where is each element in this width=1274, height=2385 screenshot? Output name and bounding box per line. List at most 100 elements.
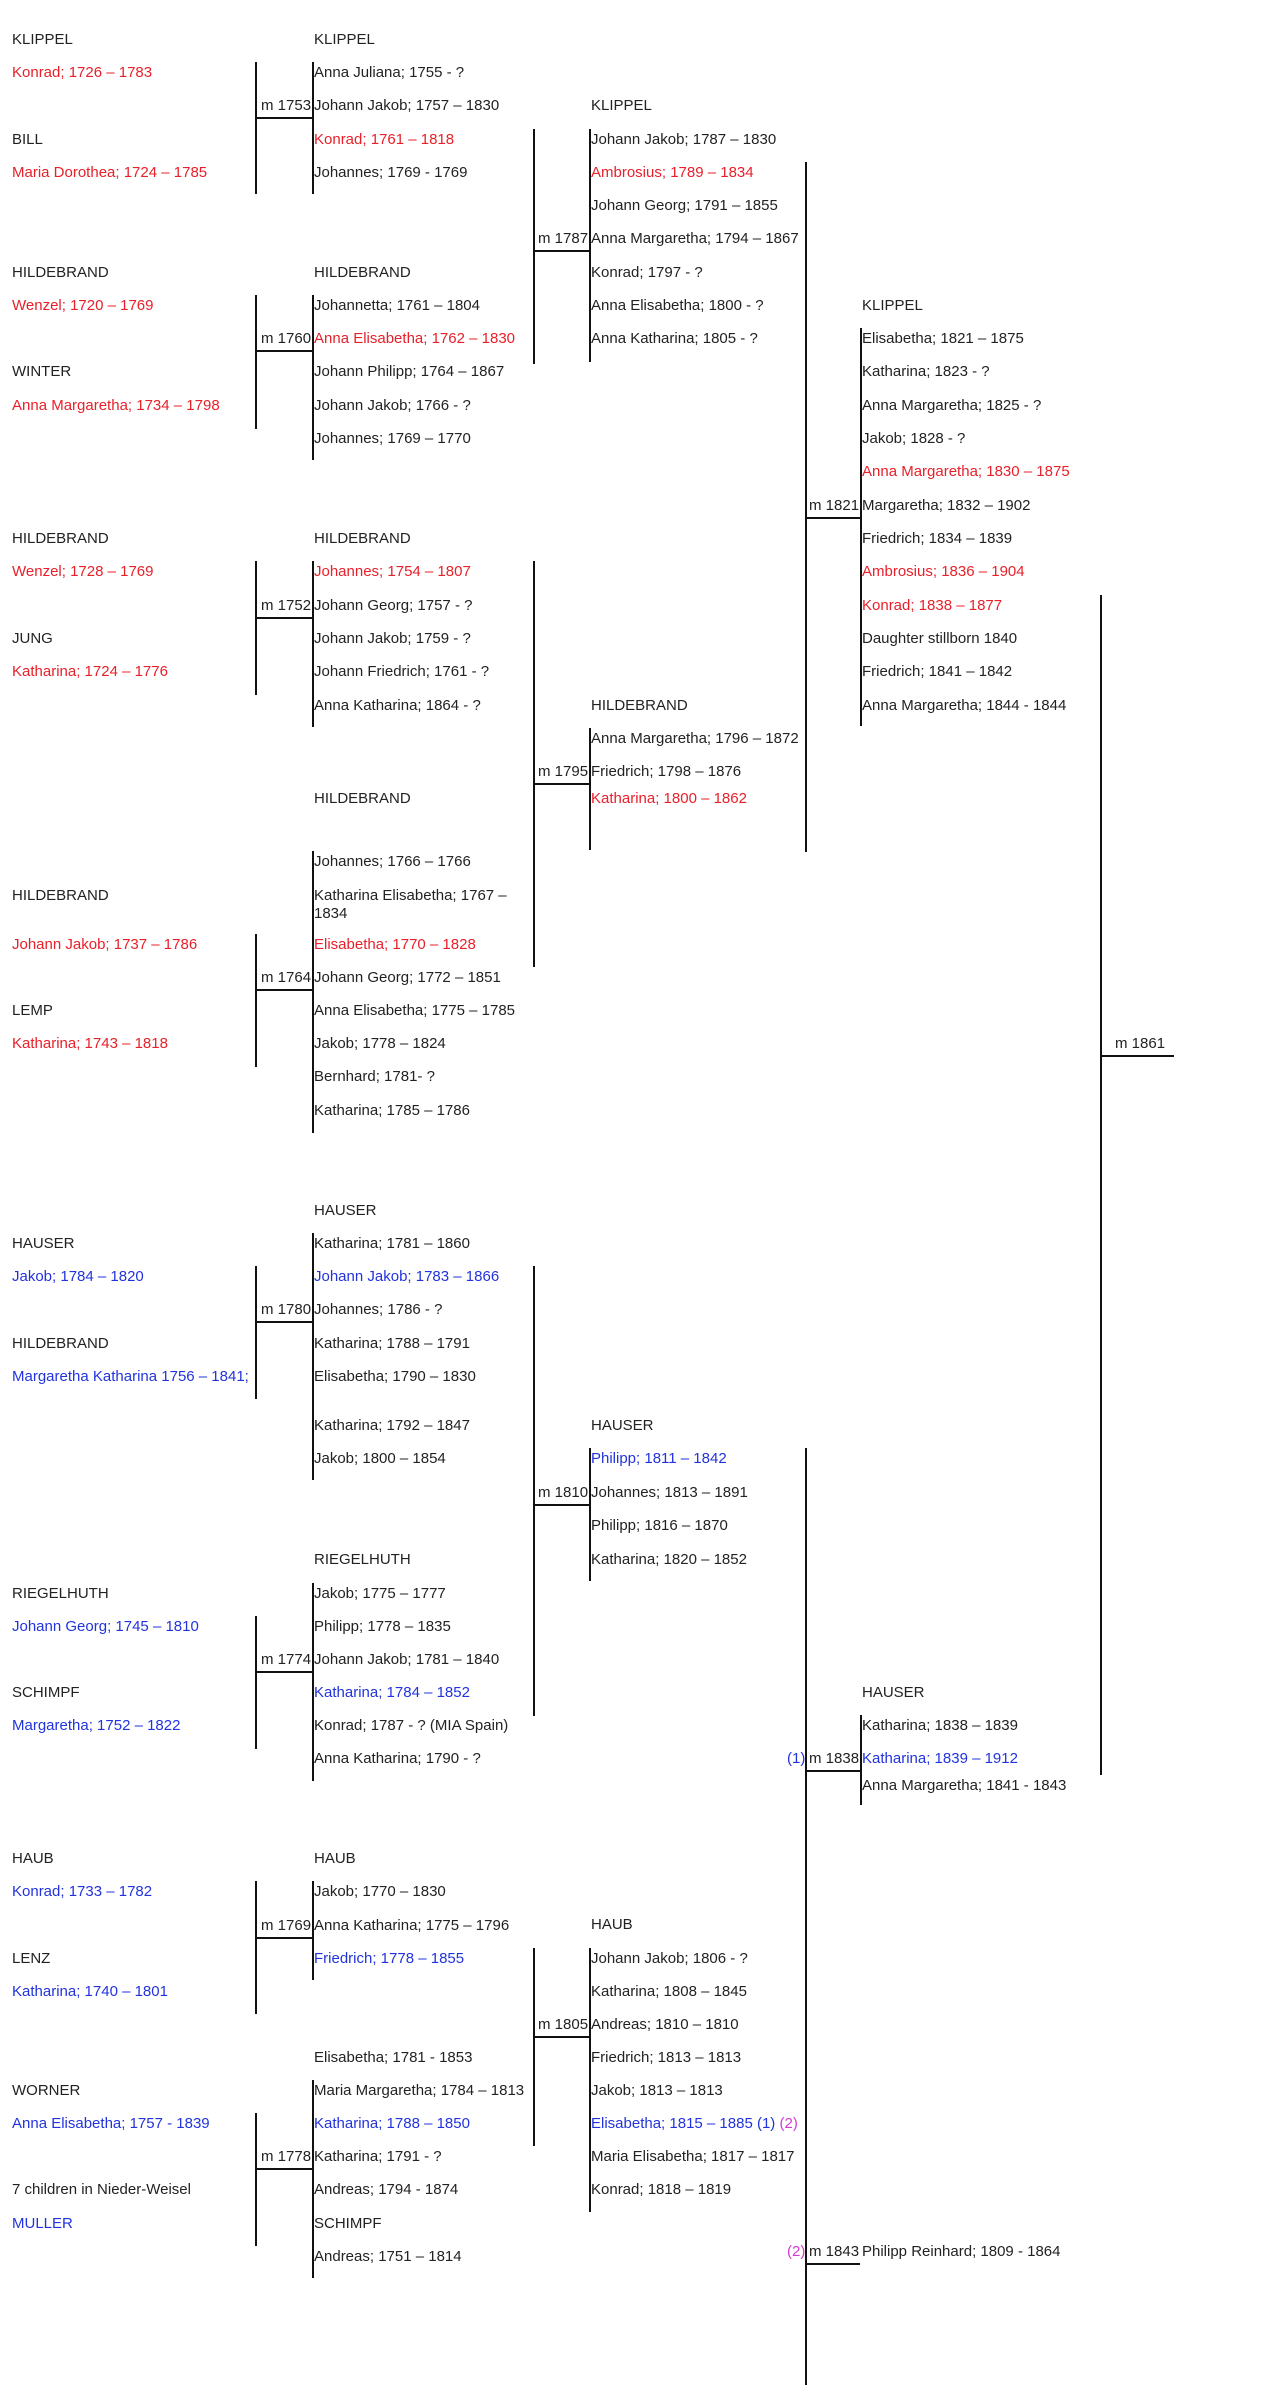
child-entry: Johann Georg; 1757 - ?: [314, 597, 473, 614]
marriage-connector: [255, 350, 312, 352]
marriage-label: m 1760: [261, 330, 312, 347]
child-entry: Jakob; 1770 – 1830: [314, 1883, 446, 1900]
person-name: Katharina; 1724 – 1776: [12, 663, 168, 680]
children-bracket: [312, 295, 314, 460]
child-entry: Konrad; 1818 – 1819: [591, 2181, 732, 2198]
person-name: Margaretha Katharina 1756 – 1841;: [12, 1368, 249, 1385]
child-entry: Anna Margaretha; 1825 - ?: [862, 397, 1042, 414]
child-entry: Anna Juliana; 1755 - ?: [314, 64, 465, 81]
child-entry: Anna Margaretha; 1841 - 1843: [862, 1777, 1067, 1794]
child-entry: Philipp; 1811 – 1842: [591, 1450, 727, 1467]
child-entry: Philipp; 1778 – 1835: [314, 1618, 451, 1635]
surname-klippel: KLIPPEL: [591, 97, 652, 114]
child-entry: Jakob; 1775 – 1777: [314, 1585, 446, 1602]
marriage-connector: [255, 1937, 312, 1939]
child-entry: Katharina; 1820 – 1852: [591, 1551, 747, 1568]
marriage-connector: [255, 2168, 312, 2170]
child-entry: Johannes; 1769 - 1769: [314, 164, 468, 181]
child-entry: Andreas; 1810 – 1810: [591, 2016, 739, 2033]
surname-hauser: HAUSER: [12, 1235, 75, 1252]
surname-hauser: HAUSER: [591, 1417, 654, 1434]
surname-riegelhuth: RIEGELHUTH: [12, 1585, 109, 1602]
person-name: MULLER: [12, 2215, 73, 2232]
child-entry: Anna Margaretha; 1830 – 1875: [862, 463, 1070, 480]
person-name: Johann Georg; 1745 – 1810: [12, 1618, 199, 1635]
child-entry: Johannetta; 1761 – 1804: [314, 297, 480, 314]
child-entry: Konrad; 1787 - ? (MIA Spain): [314, 1717, 509, 1734]
surname-hildebrand: HILDEBRAND: [314, 790, 411, 807]
marriage-label: m 1778: [261, 2148, 312, 2165]
marriage-label: m 1774: [261, 1651, 312, 1668]
surname-schimpf: Elisabetha; 1781 - 1853: [314, 2049, 473, 2066]
child-entry: Friedrich; 1834 – 1839: [862, 530, 1013, 547]
children-bracket: [312, 561, 314, 727]
couple-bracket: [1100, 595, 1102, 1775]
surname-jung: JUNG: [12, 630, 53, 647]
couple-bracket: [533, 561, 535, 967]
person-name: Anna Elisabetha; 1757 - 1839: [12, 2115, 210, 2132]
children-note: Philipp Reinhard; 1809 - 1864: [862, 2243, 1061, 2260]
child-entry: Johann Jakob; 1766 - ?: [314, 397, 471, 414]
marriage-label: m 1764: [261, 969, 312, 986]
child-entry: Anna Katharina; 1790 - ?: [314, 1750, 481, 1767]
couple-bracket: [533, 129, 535, 364]
person-name: Jakob; 1784 – 1820: [12, 1268, 144, 1285]
child-entry: Anna Katharina; 1805 - ?: [591, 330, 758, 347]
marriage-label: m 1838: [809, 1750, 860, 1767]
child-entry: Jakob; 1813 – 1813: [591, 2082, 723, 2099]
child-entry: Johann Jakob; 1781 – 1840: [314, 1651, 500, 1668]
surname-haub: HAUB: [12, 1850, 54, 1867]
child-entry: Katharina; 1788 – 1850: [314, 2115, 470, 2132]
surname-hildebrand: HILDEBRAND: [12, 530, 109, 547]
child-entry: Katharina; 1808 – 1845: [591, 1983, 747, 2000]
child-entry: Daughter stillborn 1840: [862, 630, 1018, 647]
marriage-connector: [255, 1671, 312, 1673]
person-name: Konrad; 1726 – 1783: [12, 64, 153, 81]
child-entry: Johann Friedrich; 1761 - ?: [314, 663, 490, 680]
child-entry: Jakob; 1800 – 1854: [314, 1450, 446, 1467]
child-entry: Katharina; 1781 – 1860: [314, 1235, 470, 1252]
marriage-label: m 1769: [261, 1917, 312, 1934]
child-entry: Katharina Elisabetha; 1767 – 1834: [314, 887, 507, 922]
child-entry: Katharina; 1791 - ?: [314, 2148, 442, 2165]
child-entry: Jakob; 1828 - ?: [862, 430, 966, 447]
child-entry: Elisabetha; 1770 – 1828: [314, 936, 476, 953]
surname-lemp: LEMP: [12, 1002, 53, 1019]
children-bracket: [860, 1715, 862, 1805]
marriage-label: m 1787: [538, 230, 589, 247]
child-entry: Anna Margaretha; 1794 – 1867: [591, 230, 799, 247]
child-entry: Johann Georg; 1772 – 1851: [314, 969, 501, 986]
marriage-connector: [805, 517, 860, 519]
child-entry: Anna Margaretha; 1796 – 1872: [591, 730, 799, 747]
child-entry: Katharina; 1788 – 1791: [314, 1335, 470, 1352]
marriage-label: m 1795: [538, 763, 589, 780]
child-entry: Friedrich; 1841 – 1842: [862, 663, 1013, 680]
marriage-connector: [805, 1770, 860, 1772]
surname-hildebrand: HILDEBRAND: [12, 264, 109, 281]
surname-winter: WINTER: [12, 363, 72, 380]
surname-klippel: KLIPPEL: [12, 31, 73, 48]
child-entry-name: Elisabetha; 1815 – 1885 (1): [591, 2115, 776, 2132]
marriage-connector: [1100, 1055, 1174, 1057]
child-entry: Katharina; 1800 – 1862: [591, 790, 747, 807]
person-name: Anna Margaretha; 1734 – 1798: [12, 397, 220, 414]
couple-bracket: [255, 561, 257, 695]
children-bracket: [589, 129, 591, 362]
child-entry: Katharina; 1785 – 1786: [314, 1102, 470, 1119]
child-entry: Anna Elisabetha; 1775 – 1785: [314, 1002, 515, 1019]
surname-bill: BILL: [12, 131, 43, 148]
couple-bracket: [255, 2113, 257, 2246]
marriage-connector: [255, 989, 312, 991]
children-bracket: [860, 328, 862, 726]
child-entry: Johann Philipp; 1764 – 1867: [314, 363, 505, 380]
child-entry: Katharina; 1838 – 1839: [862, 1717, 1018, 1734]
children-bracket: [312, 1233, 314, 1480]
children-bracket: [312, 2080, 314, 2278]
child-entry: Anna Elisabetha; 1762 – 1830: [314, 330, 515, 347]
marriage-label: m 1861: [1115, 1035, 1166, 1052]
child-entry: Katharina; 1792 – 1847: [314, 1417, 470, 1434]
children-bracket: [312, 851, 314, 1133]
child-entry: Johannes; 1769 – 1770: [314, 430, 471, 447]
couple-bracket: [805, 1448, 807, 2385]
child-entry: Johann Jakob; 1783 – 1866: [314, 1268, 500, 1285]
